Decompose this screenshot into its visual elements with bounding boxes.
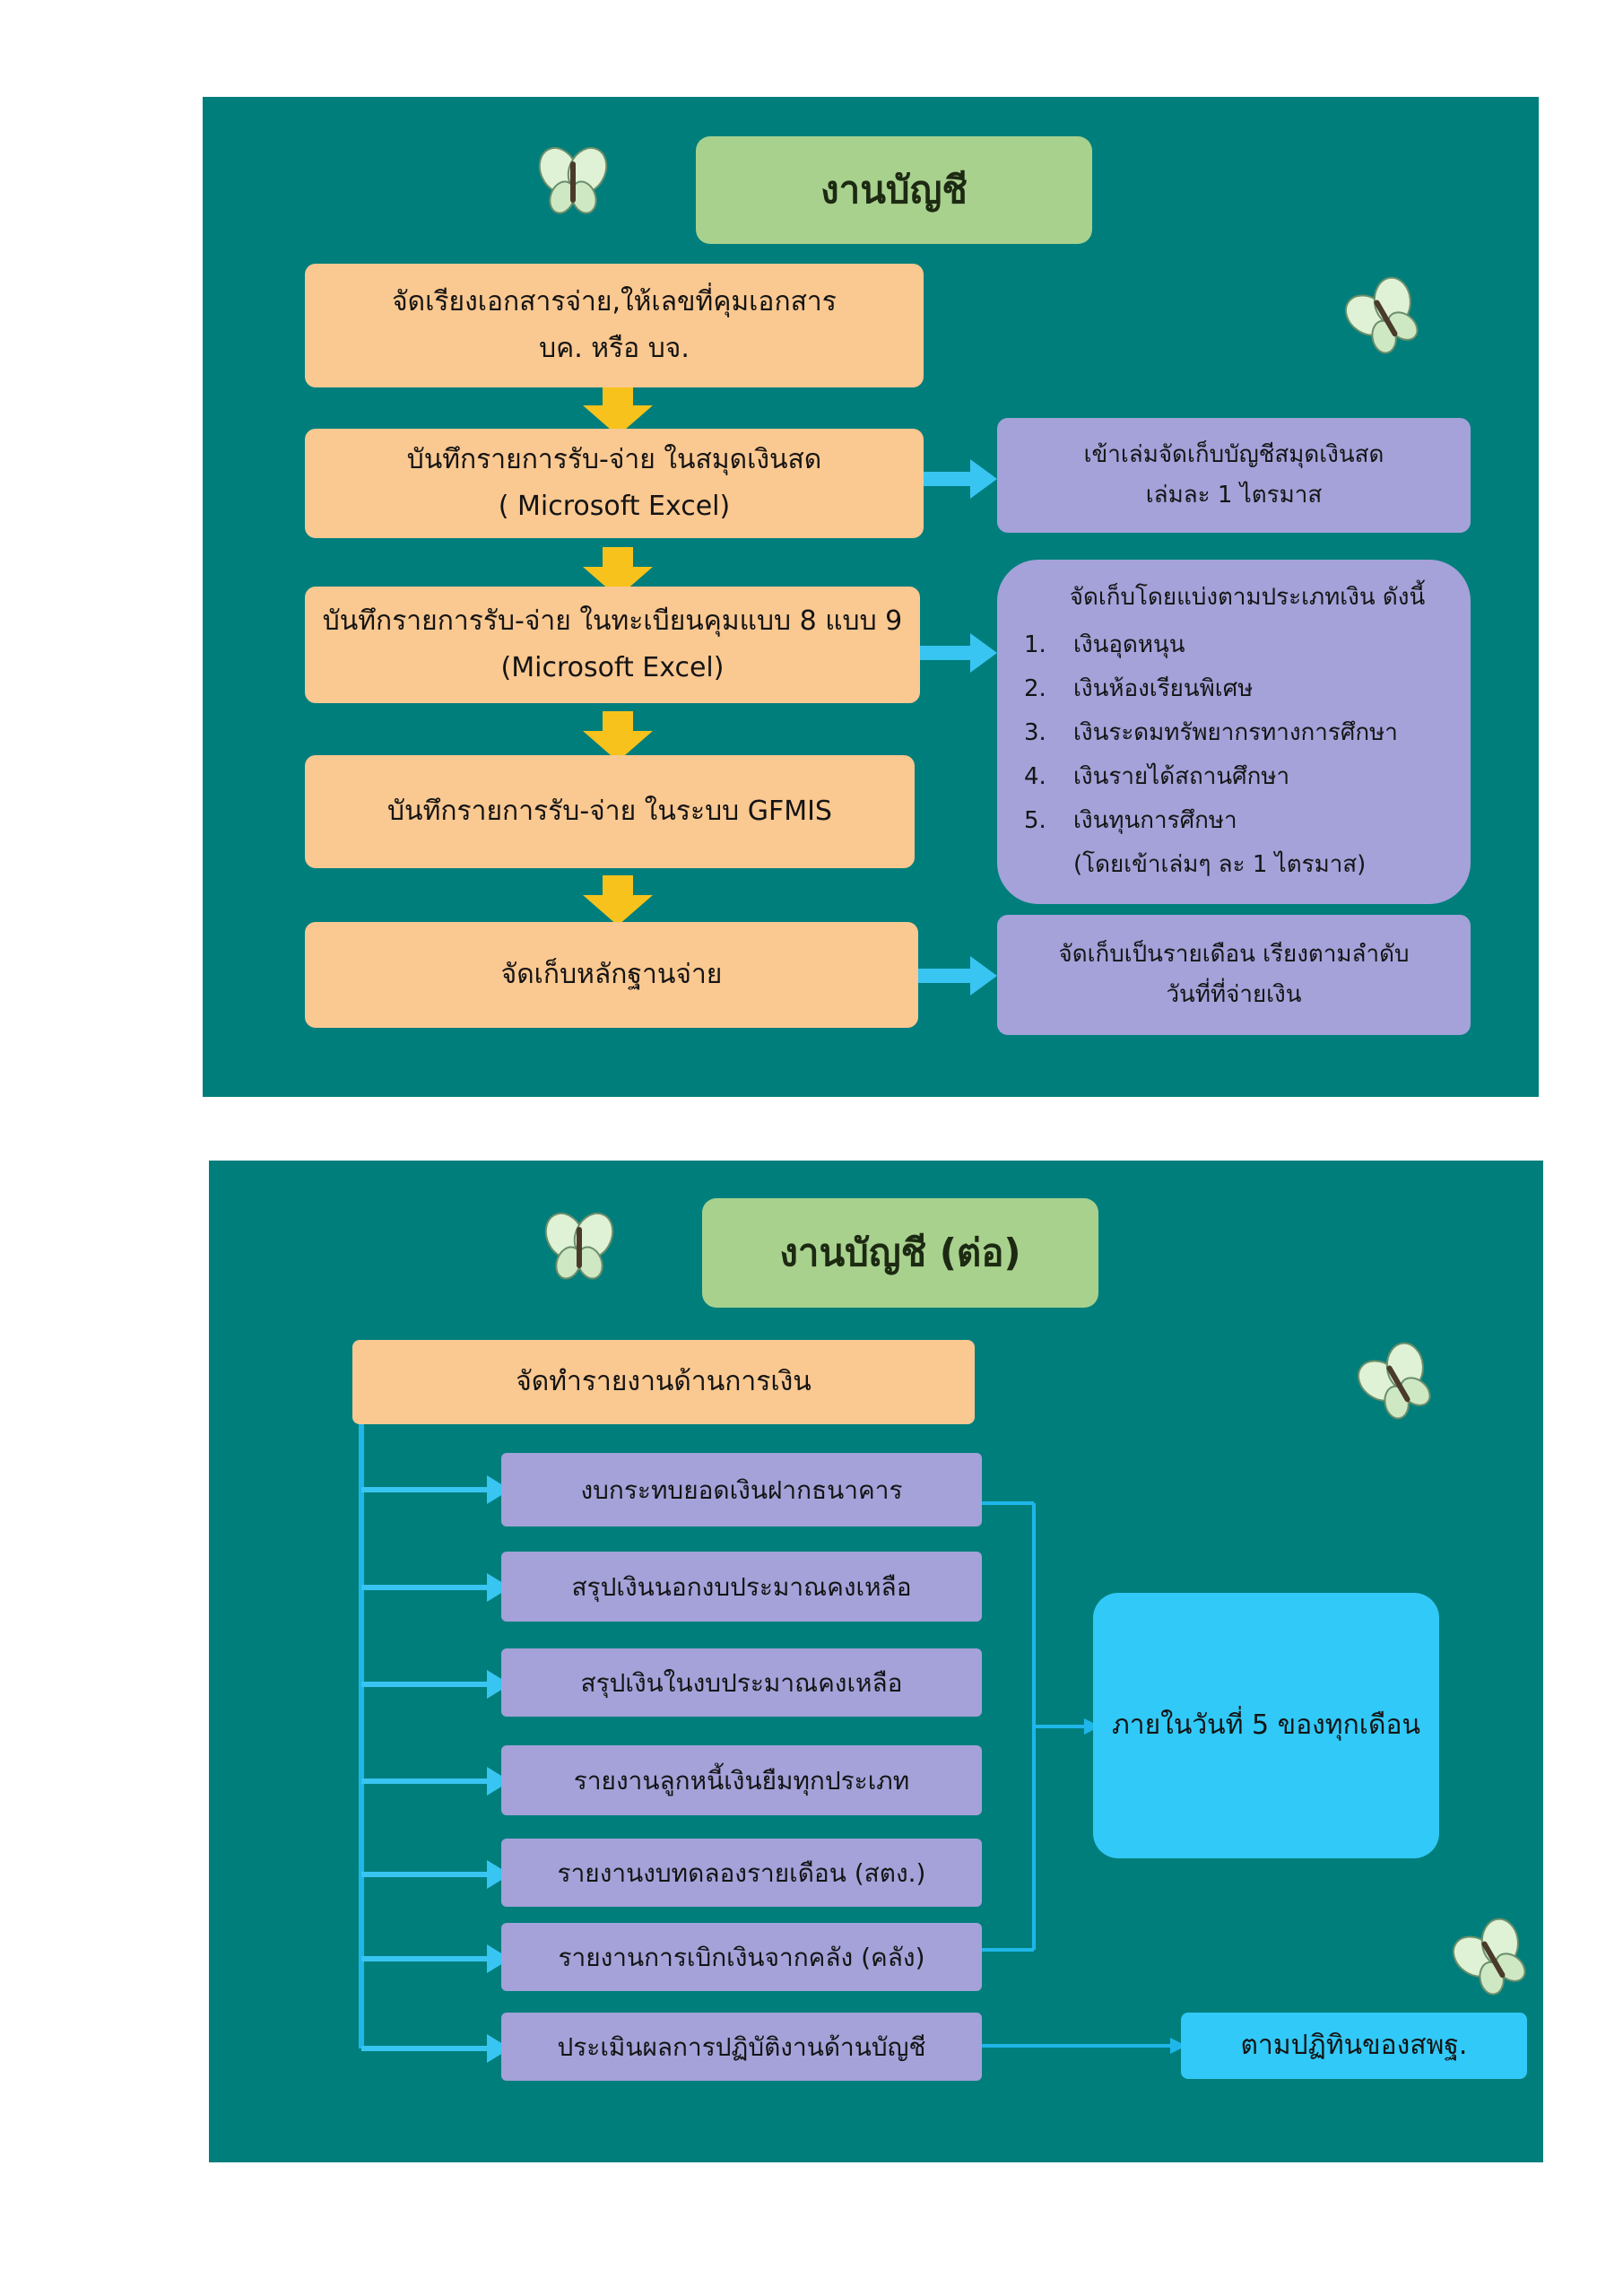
step-arrange-documents: จัดเรียงเอกสารจ่าย,ให้เลขที่คุมเอกสาร บค… [305, 264, 924, 387]
arrow-right-icon [361, 1573, 510, 1602]
deadline-box: ภายในวันที่ 5 ของทุกเดือน [1093, 1593, 1439, 1858]
step-record-cashbook: บันทึกรายการรับ-จ่าย ในสมุดเงินสด ( Micr… [305, 429, 924, 538]
report-off-budget-balance: สรุปเงินนอกงบประมาณคงเหลือ [501, 1552, 982, 1622]
step-store-evidence: จัดเก็บหลักฐานจ่าย [305, 922, 918, 1028]
arrow-right-icon [1084, 1718, 1100, 1735]
slide-accounting-continued: งานบัญชี (ต่อ) จัดทำรายงานด้านการเงิน งบ… [209, 1161, 1547, 2162]
list-item: 2.เงินห้องเรียนพิเศษ [1024, 675, 1254, 702]
arrow-down-icon [583, 711, 653, 761]
financial-report-root: จัดทำรายงานด้านการเงิน [352, 1340, 975, 1424]
deadline-bracket-connector [982, 1501, 1170, 2048]
arrow-right-icon [361, 2034, 510, 2063]
butterfly-icon [537, 1205, 621, 1283]
report-treasury-withdrawal: รายงานการเบิกเงินจากคลัง (คลัง) [501, 1923, 982, 1991]
list-item: 5.เงินทุนการศึกษา [1024, 806, 1237, 834]
step-record-ledger: บันทึกรายการรับ-จ่าย ในทะเบียนคุมแบบ 8 แ… [305, 587, 920, 703]
list-item: 1.เงินอุดหนุน [1024, 631, 1185, 659]
arrow-down-icon [583, 386, 653, 436]
report-trial-balance: รายงานงบทดลองรายเดือน (สตง.) [501, 1839, 982, 1907]
step-record-gfmis: บันทึกรายการรับ-จ่าย ในระบบ GFMIS [305, 755, 915, 868]
arrow-right-icon [361, 1475, 510, 1504]
arrow-right-icon [915, 633, 997, 673]
slide1-decor-layer [531, 140, 1439, 996]
arrow-right-icon [1170, 2038, 1186, 2054]
arrow-right-icon [361, 1670, 510, 1699]
arrow-right-icon [361, 1767, 510, 1796]
fund-types-heading: จัดเก็บโดยแบ่งตามประเภทเงิน ดังนี้ [1069, 583, 1426, 611]
report-loan-debtors: รายงานลูกหนี้เงินยืมทุกประเภท [501, 1745, 982, 1815]
note-evidence-storage: จัดเก็บเป็นรายเดือน เรียงตามลำดับ วันที่… [997, 915, 1471, 1035]
list-item: 4.เงินรายได้สถานศึกษา [1024, 762, 1290, 790]
list-item: 3.เงินระดมทรัพยากรทางการศึกษา [1024, 718, 1398, 746]
report-accounting-evaluation: ประเมินผลการปฏิบัติงานด้านบัญชี [501, 2013, 982, 2081]
arrow-right-icon [915, 459, 997, 499]
arrow-right-icon [361, 1944, 510, 1973]
arrow-down-icon [583, 547, 653, 597]
slide-accounting: งานบัญชี จัดเรียงเอกสารจ่าย,ให้เลขที่คุม… [203, 97, 1539, 1097]
arrow-right-icon [915, 956, 997, 996]
slide1-title: งานบัญชี [696, 136, 1092, 244]
fund-types-footnote: (โดยเข้าเล่มๆ ละ 1 ไตรมาส) [1073, 850, 1367, 878]
note-cashbook-binding: เข้าเล่มจัดเก็บบัญชีสมุดเงินสด เล่มละ 1 … [997, 418, 1471, 533]
butterfly-icon [1329, 262, 1439, 370]
report-budget-balance: สรุปเงินในงบประมาณคงเหลือ [501, 1648, 982, 1717]
arrow-right-icon [361, 1860, 510, 1889]
note-fund-types: จัดเก็บโดยแบ่งตามประเภทเงิน ดังนี้ 1.เงิ… [997, 560, 1471, 904]
calendar-box: ตามปฏิทินของสพฐ. [1181, 2013, 1527, 2079]
arrow-down-icon [583, 875, 653, 926]
butterfly-icon [531, 140, 615, 218]
report-bank-reconciliation: งบกระทบยอดเงินฝากธนาคาร [501, 1453, 982, 1526]
slide2-title: งานบัญชี (ต่อ) [702, 1198, 1098, 1308]
butterfly-icon [1341, 1327, 1452, 1435]
slide2-decor-layer [359, 1205, 1547, 2063]
butterfly-icon [1436, 1903, 1547, 2011]
